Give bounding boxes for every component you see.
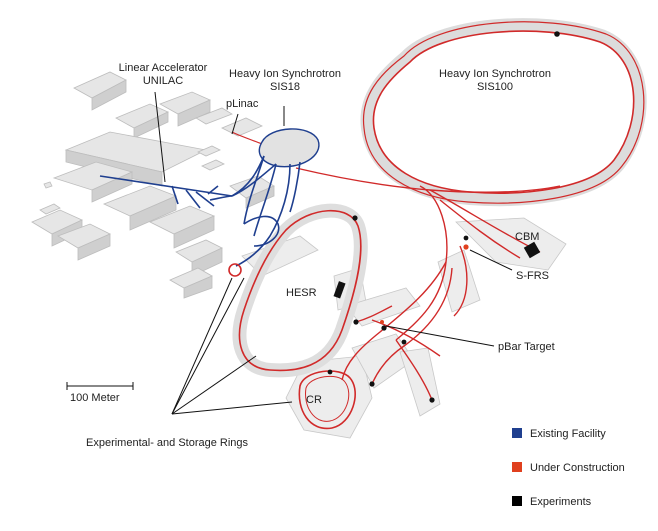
hesr-ring-line	[238, 209, 362, 372]
unilac-label: Linear Accelerator UNILAC	[108, 62, 218, 88]
existing-buildings	[31, 71, 275, 299]
sis18-label-line2: SIS18	[270, 81, 300, 93]
sis100-ring-line	[372, 30, 635, 194]
sis18-ring-line	[258, 128, 320, 168]
legend-swatch-existing	[512, 428, 522, 438]
sis18-label-line1: Heavy Ion Synchrotron	[229, 68, 341, 80]
construction-platforms	[241, 217, 567, 439]
legend-label-existing: Existing Facility	[530, 428, 606, 440]
unilac-label-line1: Linear Accelerator	[118, 62, 208, 74]
legend-item-existing: Existing Facility	[512, 428, 625, 462]
storage-ring-small	[228, 263, 242, 277]
experiment-markers	[327, 31, 560, 403]
leader-lines	[154, 91, 513, 415]
sfrs-construction-marker	[463, 244, 469, 250]
sis18-unilac	[99, 128, 320, 277]
unilac-label-line2: UNILAC	[142, 75, 184, 87]
legend-item-construction: Under Construction	[512, 462, 625, 496]
scale-label: 100 Meter	[70, 392, 120, 404]
legend-swatch-construction	[512, 462, 522, 472]
hesr-label: HESR	[286, 287, 317, 299]
sis100-label-line2: SIS100	[476, 81, 514, 93]
sis18-label: Heavy Ion Synchrotron SIS18	[220, 68, 350, 94]
pbar-label: pBar Target	[498, 341, 555, 353]
cr-ring-line	[298, 370, 356, 430]
legend-label-construction: Under Construction	[530, 462, 625, 474]
cr-label: CR	[306, 394, 322, 406]
sis100-ring-line-outer	[362, 21, 645, 204]
rings-label: Experimental- and Storage Rings	[86, 437, 249, 449]
sfrs-label: S-FRS	[516, 270, 549, 282]
new-beamlines	[231, 131, 561, 401]
legend-item-experiments: Experiments	[512, 496, 625, 530]
cr-ring-line-inner	[305, 375, 350, 422]
sis100-label-line1: Heavy Ion Synchrotron	[439, 68, 551, 80]
cbm-label: CBM	[515, 231, 540, 243]
legend: Existing Facility Under Construction Exp…	[512, 428, 625, 530]
scale-bar	[66, 382, 134, 390]
pbar-construction-marker	[380, 320, 384, 324]
plinac-label: pLinac	[226, 98, 259, 110]
legend-label-experiments: Experiments	[530, 496, 592, 508]
legend-swatch-experiments	[512, 496, 522, 506]
sis100-label: Heavy Ion Synchrotron SIS100	[430, 68, 560, 94]
